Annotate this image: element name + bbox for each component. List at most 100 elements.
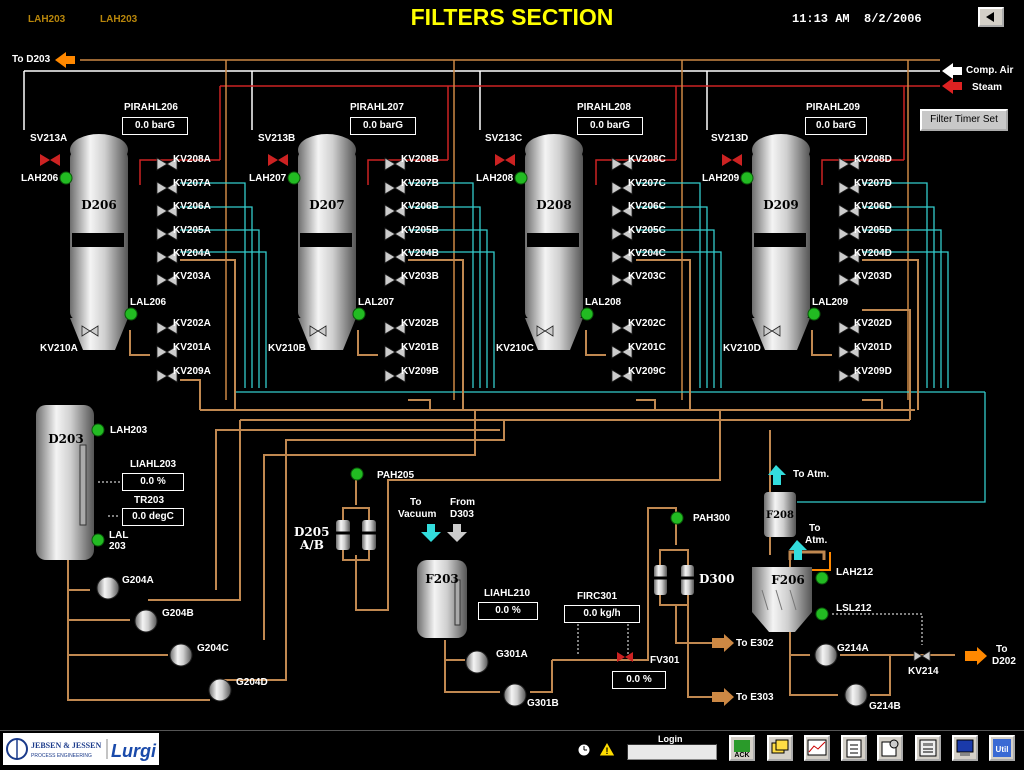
vessel-title-D208: D208 [536,198,571,212]
valve-label[interactable]: KV207B [401,178,439,189]
valve-label[interactable]: KV202D [854,318,892,329]
logo-left-text-1: JEBSEN & JESSEN [31,741,101,750]
valve-label[interactable]: KV209C [628,366,666,377]
valve-label[interactable]: KV203B [401,271,439,282]
valve-label[interactable]: KV206D [854,201,892,212]
pump-label[interactable]: G204C [197,643,229,654]
trend-button[interactable] [804,735,830,761]
valve-label[interactable]: KV206B [401,201,439,212]
pump-label[interactable]: G214A [837,643,869,654]
valve-label[interactable]: KV204B [401,248,439,259]
valve-label[interactable]: KV203C [628,271,666,282]
filter-timer-set-button[interactable]: Filter Timer Set [920,109,1008,131]
windows-icon [771,739,789,754]
to-vacuum-label-1: To [410,497,422,508]
warning-icon[interactable]: ! [598,740,616,763]
valve-label[interactable]: KV208C [628,154,666,165]
logbook-button[interactable] [915,735,941,761]
alarm-tag-2[interactable]: LAH203 [100,14,138,25]
drain-valve-label-A[interactable]: KV210A [40,343,78,354]
valve-label[interactable]: KV207C [628,178,666,189]
pressure-value-C[interactable]: 0.0 barG [577,117,643,135]
util-button[interactable]: Util [989,735,1015,761]
valve-label[interactable]: KV204C [628,248,666,259]
logo-left-text-2: PROCESS ENGINEERING [31,753,92,759]
to-atm-label-2: Atm. [805,535,828,546]
valve-label[interactable]: KV209D [854,366,892,377]
to-vacuum-label-2: Vacuum [398,509,437,520]
liahl203-value[interactable]: 0.0 % [122,473,184,491]
login-field[interactable] [627,744,717,760]
logo-right-text: Lurgi [111,741,157,761]
valve-label[interactable]: KV208B [401,154,439,165]
pump-label[interactable]: G301B [527,698,559,709]
valve-label[interactable]: KV205B [401,225,439,236]
valve-label[interactable]: KV202A [173,318,211,329]
valve-label[interactable]: KV201B [401,342,439,353]
lah-label-B: LAH207 [249,173,287,184]
pump-label[interactable]: G214B [869,701,901,712]
kv214-label[interactable]: KV214 [908,666,939,677]
to-d202-label-2: D202 [992,656,1016,667]
valve-label[interactable]: KV209A [173,366,211,377]
tr203-value[interactable]: 0.0 degC [122,508,184,526]
valve-label[interactable]: KV205D [854,225,892,236]
lal-label-C: LAL208 [585,297,622,308]
sv-label-A: SV213A [30,133,68,144]
computer-button[interactable] [952,735,978,761]
tank-D203-shape [36,405,94,560]
drain-valve-label-B[interactable]: KV210B [268,343,306,354]
valve-label[interactable]: KV201D [854,342,892,353]
firc301-value[interactable]: 0.0 kg/h [564,605,640,623]
alarm-clock-icon[interactable] [575,740,593,763]
pressure-tag-A: PIRAHL206 [124,102,178,113]
pump-G204D [208,678,232,702]
d205-label-1: D205 [294,525,330,539]
valve-label[interactable]: KV205C [628,225,666,236]
windows-button[interactable] [767,735,793,761]
alarm-tag-1[interactable]: LAH203 [28,14,66,25]
fv301-value[interactable]: 0.0 % [612,671,666,689]
valve-label[interactable]: KV201A [173,342,211,353]
liahl210-value[interactable]: 0.0 % [478,602,538,620]
fv301-label[interactable]: FV301 [650,655,680,666]
valve-label[interactable]: KV205A [173,225,211,236]
pressure-value-B[interactable]: 0.0 barG [350,117,416,135]
operator-button[interactable] [877,735,903,761]
valve-label[interactable]: KV206A [173,201,211,212]
valve-label[interactable]: KV207A [173,178,211,189]
logo-graphic: JEBSEN & JESSEN PROCESS ENGINEERING Lurg… [6,738,157,761]
vessel-F206-shape [752,550,831,632]
valve-label[interactable]: KV204A [173,248,211,259]
pump-label[interactable]: G204A [122,575,154,586]
valve-label[interactable]: KV206C [628,201,666,212]
pump-G214A [814,643,838,667]
filter-D300-shape [654,549,694,606]
valve-label[interactable]: KV203D [854,271,892,282]
ack-button[interactable]: ACK [729,735,755,761]
arrows [55,52,987,706]
valve-label[interactable]: KV208D [854,154,892,165]
valve-label[interactable]: KV204D [854,248,892,259]
pump-label[interactable]: G301A [496,649,528,660]
pressure-value-A[interactable]: 0.0 barG [122,117,188,135]
valve-label[interactable]: KV202B [401,318,439,329]
pump-label[interactable]: G204D [236,677,268,688]
drain-valve-label-C[interactable]: KV210C [496,343,534,354]
from-d303-label-1: From [450,497,475,508]
valve-label[interactable]: KV207D [854,178,892,189]
lal-label-D: LAL209 [812,297,849,308]
valve-label[interactable]: KV203A [173,271,211,282]
pump-label[interactable]: G204B [162,608,194,619]
lah203-label: LAH203 [110,425,148,436]
drain-valve-label-D[interactable]: KV210D [723,343,761,354]
valve-label[interactable]: KV202C [628,318,666,329]
valve-label[interactable]: KV201C [628,342,666,353]
pressure-value-D[interactable]: 0.0 barG [805,117,867,135]
valve-label[interactable]: KV209B [401,366,439,377]
lsl212-label: LSL212 [836,603,872,614]
valve-label[interactable]: KV208A [173,154,211,165]
report-button[interactable] [841,735,867,761]
back-button[interactable] [978,7,1004,27]
ack-text: ACK [734,752,749,759]
